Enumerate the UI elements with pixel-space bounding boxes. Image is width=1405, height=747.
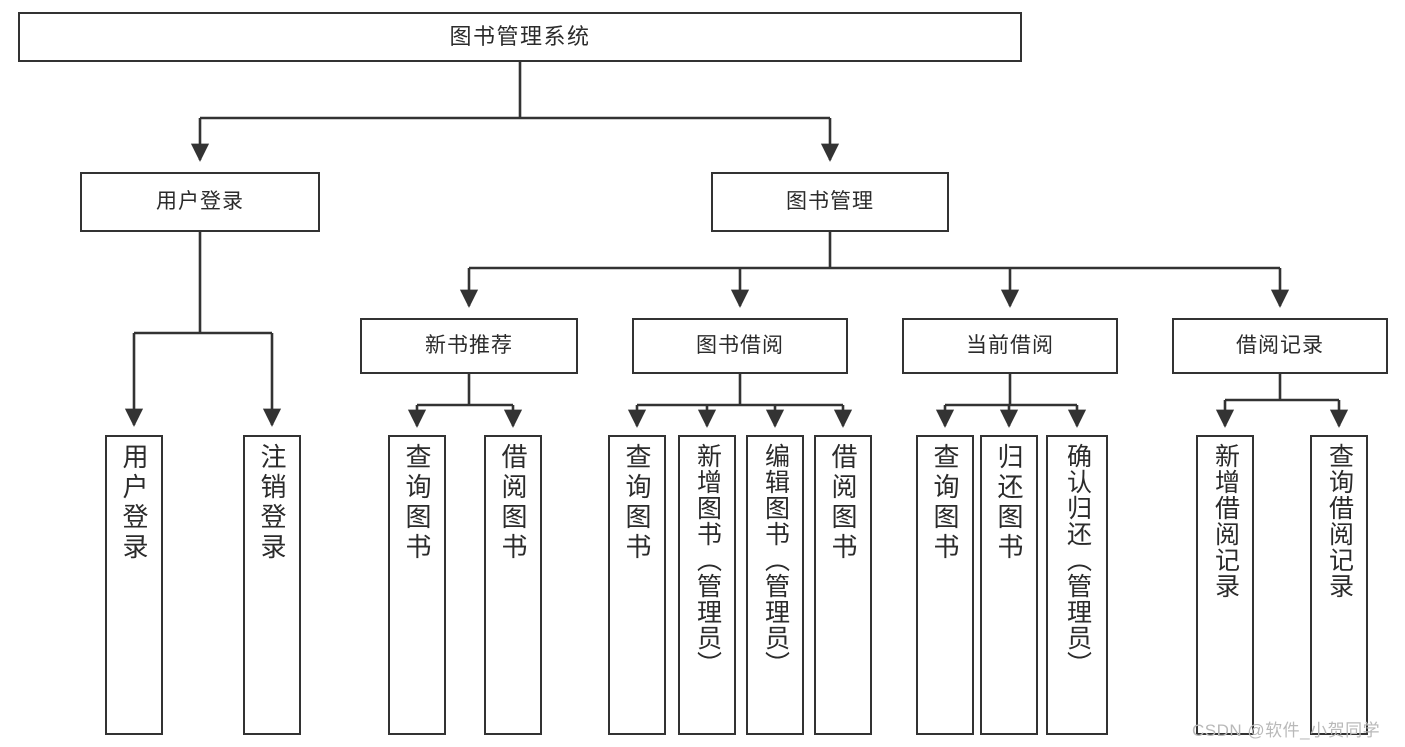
node-leaf-query-record[interactable]: 查询借阅记录 — [1310, 435, 1368, 735]
node-leaf-query-book-2[interactable]: 查询图书 — [608, 435, 666, 735]
node-leaf-borrow-book-1-label: 借阅图书 — [498, 443, 528, 563]
node-leaf-user-login-label: 用户登录 — [119, 443, 149, 563]
node-book-manage-label: 图书管理 — [786, 189, 874, 213]
node-borrow-record-label: 借阅记录 — [1236, 333, 1324, 357]
node-leaf-query-book-2-label: 查询图书 — [622, 443, 652, 563]
node-root[interactable]: 图书管理系统 — [18, 12, 1022, 62]
node-user-login-label: 用户登录 — [156, 189, 244, 213]
csdn-watermark: CSDN @软件_小贺同学 — [1192, 721, 1381, 740]
node-leaf-borrow-book-2[interactable]: 借阅图书 — [814, 435, 872, 735]
node-leaf-add-book[interactable]: 新增图书（管理员） — [678, 435, 736, 735]
node-root-label: 图书管理系统 — [449, 24, 591, 50]
node-leaf-query-record-label: 查询借阅记录 — [1325, 443, 1354, 599]
node-leaf-borrow-book-1[interactable]: 借阅图书 — [484, 435, 542, 735]
node-leaf-confirm-return[interactable]: 确认归还（管理员） — [1046, 435, 1108, 735]
node-leaf-query-book-3-label: 查询图书 — [930, 443, 960, 563]
node-leaf-edit-book[interactable]: 编辑图书（管理员） — [746, 435, 804, 735]
node-user-login[interactable]: 用户登录 — [80, 172, 320, 232]
node-leaf-add-record[interactable]: 新增借阅记录 — [1196, 435, 1254, 735]
node-book-manage[interactable]: 图书管理 — [711, 172, 949, 232]
node-leaf-query-book-3[interactable]: 查询图书 — [916, 435, 974, 735]
node-new-book-rec-label: 新书推荐 — [425, 333, 513, 357]
node-leaf-user-logout-label: 注销登录 — [257, 443, 287, 563]
node-new-book-rec[interactable]: 新书推荐 — [360, 318, 578, 374]
node-leaf-user-login[interactable]: 用户登录 — [105, 435, 163, 735]
node-leaf-edit-book-label: 编辑图书（管理员） — [761, 443, 790, 677]
node-leaf-borrow-book-2-label: 借阅图书 — [828, 443, 858, 563]
node-leaf-user-logout[interactable]: 注销登录 — [243, 435, 301, 735]
node-leaf-add-book-label: 新增图书（管理员） — [693, 443, 722, 677]
node-leaf-query-book-1-label: 查询图书 — [402, 443, 432, 563]
node-leaf-return-book[interactable]: 归还图书 — [980, 435, 1038, 735]
node-leaf-query-book-1[interactable]: 查询图书 — [388, 435, 446, 735]
node-book-borrow-label: 图书借阅 — [696, 333, 784, 357]
node-book-borrow[interactable]: 图书借阅 — [632, 318, 848, 374]
node-current-borrow[interactable]: 当前借阅 — [902, 318, 1118, 374]
node-borrow-record[interactable]: 借阅记录 — [1172, 318, 1388, 374]
node-leaf-confirm-return-label: 确认归还（管理员） — [1063, 443, 1092, 677]
node-leaf-add-record-label: 新增借阅记录 — [1211, 443, 1240, 599]
node-current-borrow-label: 当前借阅 — [966, 333, 1054, 357]
node-leaf-return-book-label: 归还图书 — [994, 443, 1024, 563]
